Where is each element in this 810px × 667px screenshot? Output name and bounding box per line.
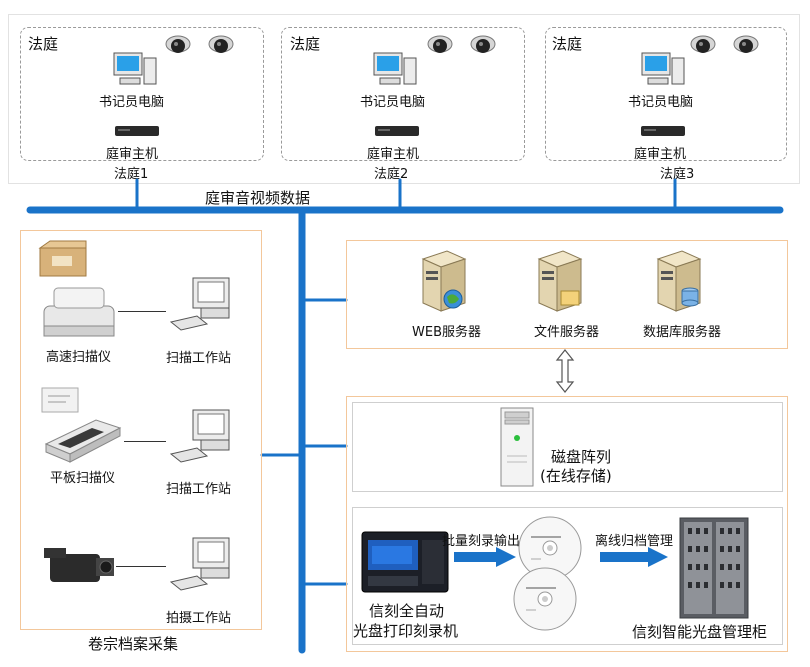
workstation-icon xyxy=(169,409,230,463)
court-title: 法庭 xyxy=(552,35,583,53)
host-device-icon xyxy=(375,126,419,136)
video-camera-icon xyxy=(44,548,114,582)
court-box-1 xyxy=(20,27,264,161)
storage-outer-box xyxy=(346,396,788,652)
camera-icon xyxy=(427,35,453,53)
server-label: 数据库服务器 xyxy=(643,325,722,340)
court-caption: 法庭2 xyxy=(374,167,409,182)
server-label: WEB服务器 xyxy=(412,325,481,340)
disc-burner-icon xyxy=(361,531,449,593)
connector-line xyxy=(118,311,166,312)
device-label: 高速扫描仪 xyxy=(46,350,112,365)
high-speed-scanner-icon xyxy=(43,287,115,337)
cabinet-label: 信刻智能光盘管理柜 xyxy=(632,623,768,641)
web-server-icon xyxy=(421,250,467,312)
court-box-2 xyxy=(281,27,525,161)
database-server-icon xyxy=(656,250,702,312)
document-icon xyxy=(41,387,79,413)
disk-array-label: 磁盘阵列 xyxy=(551,448,612,466)
station-label: 扫描工作站 xyxy=(166,351,232,366)
court-title: 法庭 xyxy=(290,35,321,53)
double-arrow-icon xyxy=(555,349,575,393)
court-host-label: 庭审主机 xyxy=(106,147,159,162)
burner-label-line1: 信刻全自动 xyxy=(369,602,445,620)
connector-line xyxy=(124,441,166,442)
computer-icon xyxy=(113,52,157,85)
workstation-icon xyxy=(169,277,230,331)
clerk-pc-label: 书记员电脑 xyxy=(360,95,426,110)
host-device-icon xyxy=(115,126,159,136)
court-section xyxy=(8,14,800,184)
archive-box-icon xyxy=(38,240,87,277)
court-caption: 法庭1 xyxy=(114,167,149,182)
camera-icon xyxy=(470,35,496,53)
disk-array-icon xyxy=(500,407,534,487)
camera-icon xyxy=(208,35,234,53)
clerk-pc-label: 书记员电脑 xyxy=(628,95,694,110)
court-title: 法庭 xyxy=(28,35,59,53)
arrow-label: 批量刻录输出 xyxy=(442,534,521,549)
burner-label-line2: 光盘打印刻录机 xyxy=(353,622,459,640)
server-label: 文件服务器 xyxy=(534,325,600,340)
computer-icon xyxy=(373,52,417,85)
station-label: 拍摄工作站 xyxy=(166,611,232,626)
disk-array-sublabel: (在线存储) xyxy=(540,467,612,485)
right-arrow-icon xyxy=(600,547,668,567)
disc-icon xyxy=(513,567,577,631)
court-host-label: 庭审主机 xyxy=(634,147,687,162)
arrow-label: 离线归档管理 xyxy=(595,534,674,549)
computer-icon xyxy=(641,52,685,85)
disc-archive-box xyxy=(352,507,783,645)
servers-box xyxy=(346,240,788,349)
camera-icon xyxy=(165,35,191,53)
court-host-label: 庭审主机 xyxy=(367,147,420,162)
disk-array-box xyxy=(352,402,783,492)
station-label: 扫描工作站 xyxy=(166,482,232,497)
court-box-3 xyxy=(545,27,787,161)
file-server-icon xyxy=(537,250,583,312)
camera-icon xyxy=(733,35,759,53)
workstation-icon xyxy=(169,537,230,591)
flatbed-scanner-icon xyxy=(44,419,122,463)
host-device-icon xyxy=(641,126,685,136)
collection-box xyxy=(20,230,262,630)
court-caption: 法庭3 xyxy=(660,167,695,182)
bus-label: 庭审音视频数据 xyxy=(205,189,311,207)
disc-cabinet-icon xyxy=(679,517,749,619)
connector-line xyxy=(116,566,166,567)
device-label: 平板扫描仪 xyxy=(50,471,116,486)
clerk-pc-label: 书记员电脑 xyxy=(99,95,165,110)
camera-icon xyxy=(690,35,716,53)
right-arrow-icon xyxy=(454,547,516,567)
collection-title: 卷宗档案采集 xyxy=(88,635,179,653)
